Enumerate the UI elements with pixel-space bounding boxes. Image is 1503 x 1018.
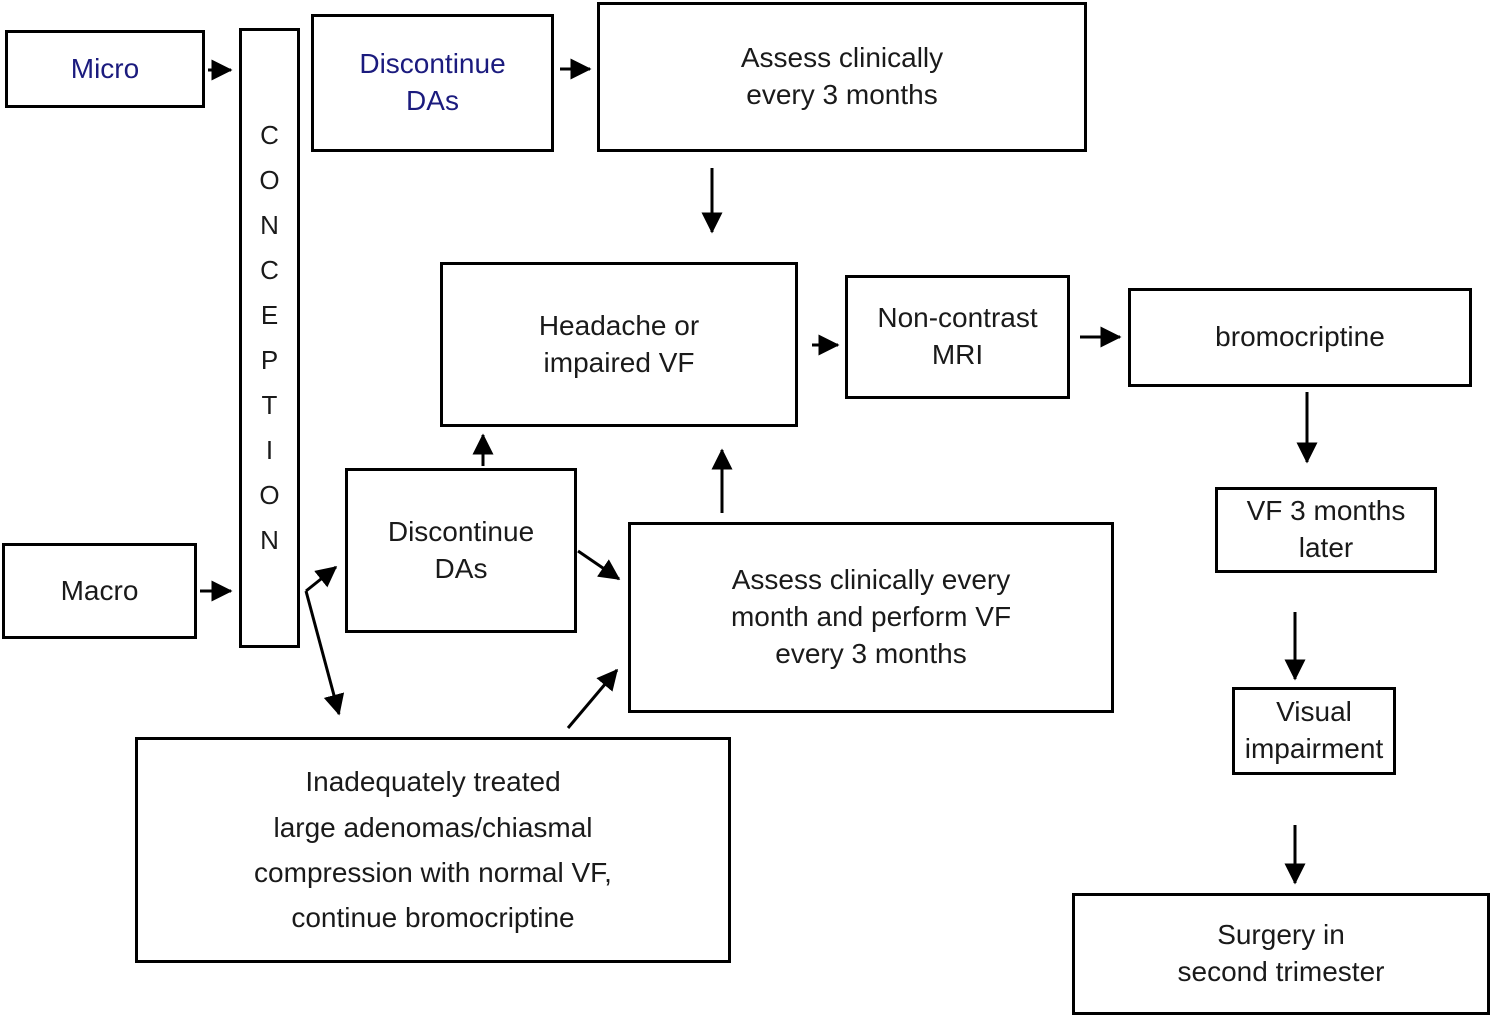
- node-mri-label: Non-contrast MRI: [877, 302, 1038, 370]
- node-assess-quarterly-label: Assess clinically every 3 months: [740, 42, 944, 110]
- node-vf-later-label: VF 3 months later: [1246, 495, 1406, 563]
- node-vf-later: VF 3 months later: [1215, 487, 1437, 573]
- node-discontinue-das-top: Discontinue DAs: [311, 14, 554, 152]
- node-micro: Micro: [5, 30, 205, 108]
- node-headache: Headache or impaired VF: [440, 262, 798, 427]
- node-micro-label: Micro: [70, 52, 140, 84]
- node-bromocriptine-label: bromocriptine: [1215, 321, 1385, 353]
- node-surgery-label: Surgery in second trimester: [1177, 919, 1385, 987]
- node-discontinue-das-mid: Discontinue DAs: [345, 468, 577, 633]
- node-assess-monthly: Assess clinically every month and perfor…: [628, 522, 1114, 713]
- node-headache-label: Headache or impaired VF: [538, 309, 700, 378]
- arrow-discontinue-mid-to-assess-monthly: [577, 549, 621, 581]
- node-visual-impairment-label: Visual impairment: [1244, 696, 1384, 764]
- node-assess-quarterly: Assess clinically every 3 months: [597, 2, 1087, 152]
- node-visual-impairment: Visual impairment: [1232, 687, 1396, 775]
- node-macro-label: Macro: [60, 574, 139, 606]
- node-inadequate-label: Inadequately treated large adenomas/chia…: [254, 766, 612, 934]
- node-mri: Non-contrast MRI: [845, 275, 1070, 399]
- node-discontinue-das-top-label: Discontinue DAs: [359, 48, 506, 116]
- node-conception-label: C O N C E P T I O N: [259, 120, 280, 555]
- arrow-conception-to-discontinue-mid: [305, 565, 338, 593]
- node-discontinue-das-mid-label: Discontinue DAs: [387, 515, 535, 584]
- node-inadequate: Inadequately treated large adenomas/chia…: [135, 737, 731, 963]
- node-macro: Macro: [2, 543, 197, 639]
- node-surgery: Surgery in second trimester: [1072, 893, 1490, 1015]
- arrow-conception-to-inadequate: [304, 590, 345, 716]
- node-conception: C O N C E P T I O N: [239, 28, 300, 648]
- node-bromocriptine: bromocriptine: [1128, 288, 1472, 387]
- node-assess-monthly-label: Assess clinically every month and perfor…: [730, 564, 1012, 669]
- arrow-inadequate-to-assess-monthly: [566, 668, 619, 729]
